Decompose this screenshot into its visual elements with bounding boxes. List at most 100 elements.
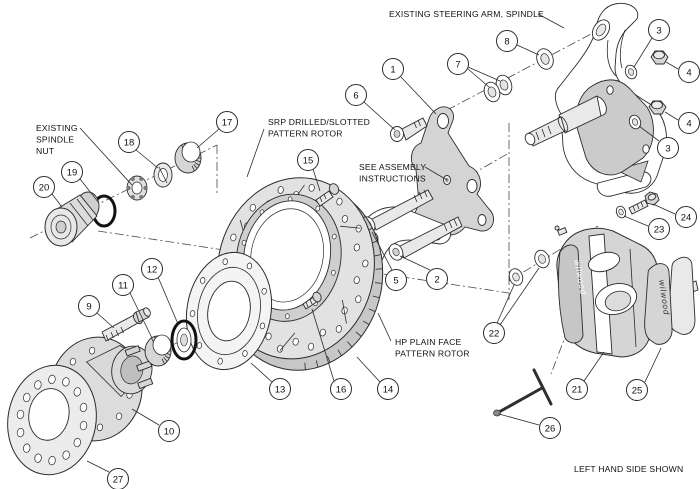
bolt-24 [628,191,660,215]
label-existing-steering-arm-spindle: EXISTING STEERING ARM, SPINDLE [389,9,565,29]
outer-bearing-17 [174,141,202,174]
callout-number-9: 9 [86,301,91,312]
callout-2: 2 [399,255,448,290]
callout-circle-2 [426,268,448,290]
callout-18: 18 [118,131,159,169]
callout-circle-16 [330,378,352,400]
callout-number-8: 8 [504,36,509,47]
caliper-logo-band [557,244,584,344]
brake-caliper: wilwood [554,225,658,358]
callout-4b: 4 [664,111,700,134]
callout-3b: 3 [638,125,679,159]
callout-number-1: 1 [390,64,395,75]
callout-number-16: 16 [336,384,347,395]
nut-4-upper [650,50,669,65]
callout-21: 21 [566,351,605,400]
callout-circle-11 [112,274,134,296]
callout-number-6: 6 [353,90,358,101]
label-text-existing-steering-arm-spindle: EXISTING STEERING ARM, SPINDLE [389,9,544,19]
callout-circle-22 [483,322,505,344]
callout-4a: 4 [665,61,700,83]
callout-number-5: 5 [393,275,398,286]
dust-cap-20 [44,191,100,247]
callout-7: 7 [447,53,501,88]
label-left-hand-side: LEFT HAND SIDE SHOWN [574,464,683,474]
callout-20: 20 [33,176,63,208]
callout-number-15: 15 [303,155,314,166]
callout-8: 8 [496,30,540,56]
callout-number-11: 11 [118,280,128,291]
callout-number-23: 23 [654,224,665,235]
callout-circle-3a [648,19,670,41]
washers-22 [508,249,550,286]
callout-25: 25 [626,347,662,401]
callout-22: 22 [483,267,540,344]
callout-circle-7 [447,53,469,75]
callout-number-4b: 4 [686,118,691,129]
nut-4-lower [648,100,667,115]
callout-circle-24 [675,206,697,228]
callout-number-27: 27 [113,474,124,485]
callout-circle-17 [216,111,238,133]
inner-bearing-11 [144,334,172,367]
rotor-adapter-flange [185,251,273,371]
callout-number-14: 14 [383,384,394,395]
callout-number-12: 12 [147,264,158,275]
callout-number-26: 26 [545,423,556,434]
brake-pads: wilwood [644,256,699,345]
callout-5: 5 [371,231,407,291]
callout-number-25: 25 [632,385,643,396]
wrench-tip [493,409,501,417]
callout-circle-8 [496,30,518,52]
callout-number-17: 17 [222,117,233,128]
washer-23 [615,205,627,219]
callout-circle-6 [345,84,367,106]
callout-14: 14 [356,356,399,400]
callout-circle-18 [118,131,140,153]
bolt-15 [315,183,340,207]
callout-11: 11 [112,274,153,339]
callout-number-2: 2 [434,274,439,285]
callout-number-20: 20 [39,182,50,193]
steering-knuckle [524,2,667,197]
callout-17: 17 [196,111,238,149]
nut-lock-retainer [126,175,148,201]
callout-circle-26 [539,417,561,439]
washer-3-upper [624,64,638,80]
callout-15: 15 [297,149,321,192]
wheel-stud [124,345,141,357]
callout-circle-20 [33,176,55,198]
spindle-shaft [524,95,607,147]
pad-friction-plate [644,263,673,345]
callout-circle-15 [297,149,319,171]
callout-6: 6 [345,84,396,131]
callout-27: 27 [86,460,129,489]
callout-1: 1 [382,58,437,115]
callout-9: 9 [78,295,115,329]
washer-3-lower [628,114,642,130]
callout-number-19: 19 [67,167,78,178]
bolt-6 [390,117,428,142]
allen-wrench [493,368,553,417]
callout-19: 19 [61,161,100,204]
wheel-stud [137,377,154,390]
callout-circle-14 [377,378,399,400]
callout-26: 26 [498,413,561,439]
label-text-left-hand-side: LEFT HAND SIDE SHOWN [574,464,683,474]
callout-number-10: 10 [164,426,175,437]
callout-number-22: 22 [489,328,500,339]
callout-12: 12 [141,258,179,325]
grease-seal-12 [170,319,198,361]
callout-number-13: 13 [275,384,286,395]
callout-24: 24 [652,203,697,228]
bleed-screw [556,227,568,236]
callout-circle-13 [269,378,291,400]
